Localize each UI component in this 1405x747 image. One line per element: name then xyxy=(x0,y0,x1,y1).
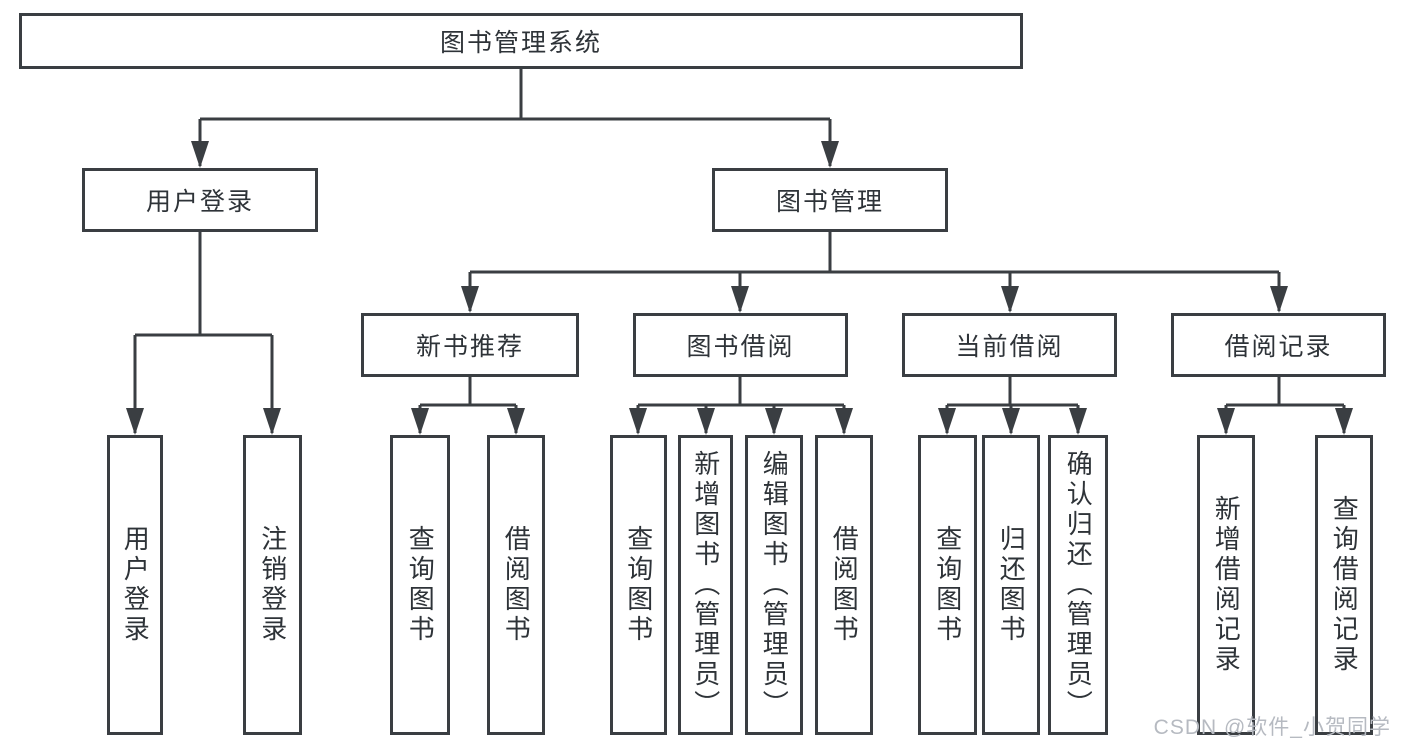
leaf-edit-books-admin: 编辑图书（管理员） xyxy=(745,435,803,735)
arrowhead-leaf-confirm-return xyxy=(1069,408,1087,435)
node-label: 图书借阅 xyxy=(686,333,795,361)
connector-line xyxy=(198,69,832,166)
arrowhead-user-login xyxy=(191,141,209,168)
arrowhead-book-borrow xyxy=(731,286,749,313)
arrowhead-leaf-add-borrow-record xyxy=(1217,408,1235,435)
arrowhead-leaf-query-borrow-record xyxy=(1335,408,1353,435)
leaf-label: 查询图书 xyxy=(932,525,963,645)
arrowhead-current-borrow xyxy=(1001,286,1019,313)
leaf-query-borrow-record: 查询借阅记录 xyxy=(1315,435,1373,735)
connector-current-borrow-to-leaves xyxy=(938,377,1087,435)
node-book-borrow: 图书借阅 xyxy=(633,313,848,377)
node-user-login: 用户登录 xyxy=(82,168,318,232)
node-label: 借阅记录 xyxy=(1224,333,1333,361)
arrowhead-leaf-borrow-books-1 xyxy=(507,408,525,435)
arrowhead-new-book-recommend xyxy=(461,286,479,313)
node-book-management: 图书管理 xyxy=(712,168,948,232)
connector-borrow-records-to-leaves xyxy=(1217,377,1353,435)
leaf-label: 借阅图书 xyxy=(829,525,860,645)
leaf-label: 查询图书 xyxy=(623,525,654,645)
node-label: 用户登录 xyxy=(145,188,254,216)
connector-user-login-to-leaves xyxy=(126,232,281,435)
arrowhead-leaf-query-books-3 xyxy=(938,408,956,435)
leaf-user-login: 用户登录 xyxy=(107,435,163,735)
connector-book-management-to-level3 xyxy=(461,232,1288,313)
leaf-label: 借阅图书 xyxy=(501,525,532,645)
leaf-query-books-1: 查询图书 xyxy=(390,435,450,735)
arrowhead-leaf-add-books xyxy=(697,408,715,435)
leaf-query-books-3: 查询图书 xyxy=(918,435,977,735)
node-label: 图书管理 xyxy=(775,188,884,216)
node-library-system: 图书管理系统 xyxy=(19,13,1023,69)
arrowhead-borrow-records xyxy=(1270,286,1288,313)
leaf-label: 新增图书（管理员） xyxy=(690,450,721,720)
node-current-borrow: 当前借阅 xyxy=(902,313,1117,377)
leaf-label: 新增借阅记录 xyxy=(1211,495,1242,675)
leaf-add-borrow-record: 新增借阅记录 xyxy=(1197,435,1255,735)
arrowhead-leaf-query-books-1 xyxy=(411,408,429,435)
arrowhead-leaf-edit-books xyxy=(765,408,783,435)
leaf-label: 归还图书 xyxy=(996,525,1027,645)
arrowhead-leaf-return-books xyxy=(1002,408,1020,435)
leaf-label: 注销登录 xyxy=(257,525,288,645)
connector-line xyxy=(418,377,518,433)
connector-line xyxy=(636,377,846,433)
arrowhead-leaf-user-login xyxy=(126,408,144,435)
connector-line xyxy=(133,232,274,433)
arrowhead-leaf-logout xyxy=(263,408,281,435)
connector-book-borrow-to-leaves xyxy=(629,377,853,435)
leaf-label: 用户登录 xyxy=(120,525,151,645)
connector-line xyxy=(1224,377,1346,433)
node-label: 当前借阅 xyxy=(955,333,1064,361)
leaf-confirm-return-admin: 确认归还（管理员） xyxy=(1048,435,1108,735)
leaf-add-books-admin: 新增图书（管理员） xyxy=(678,435,733,735)
leaf-borrow-books-2: 借阅图书 xyxy=(815,435,873,735)
arrowhead-leaf-query-books-2 xyxy=(629,408,647,435)
leaf-label: 编辑图书（管理员） xyxy=(759,450,790,720)
leaf-return-books: 归还图书 xyxy=(982,435,1040,735)
leaf-logout: 注销登录 xyxy=(243,435,302,735)
connector-new-book-recommend-to-leaves xyxy=(411,377,525,435)
leaf-label: 确认归还（管理员） xyxy=(1063,450,1094,720)
leaf-label: 查询图书 xyxy=(405,525,436,645)
arrowhead-book-management xyxy=(821,141,839,168)
leaf-query-books-2: 查询图书 xyxy=(610,435,667,735)
node-label: 新书推荐 xyxy=(415,333,524,361)
leaf-label: 查询借阅记录 xyxy=(1329,495,1360,675)
node-label: 图书管理系统 xyxy=(439,29,602,57)
node-borrow-records: 借阅记录 xyxy=(1171,313,1386,377)
leaf-borrow-books-1: 借阅图书 xyxy=(487,435,545,735)
connector-root-to-level2 xyxy=(191,69,839,168)
node-new-book-recommend: 新书推荐 xyxy=(361,313,579,377)
watermark: CSDN @软件_小贺同学 xyxy=(1153,716,1391,739)
arrowhead-leaf-borrow-books-2 xyxy=(835,408,853,435)
connector-line xyxy=(468,232,1281,311)
